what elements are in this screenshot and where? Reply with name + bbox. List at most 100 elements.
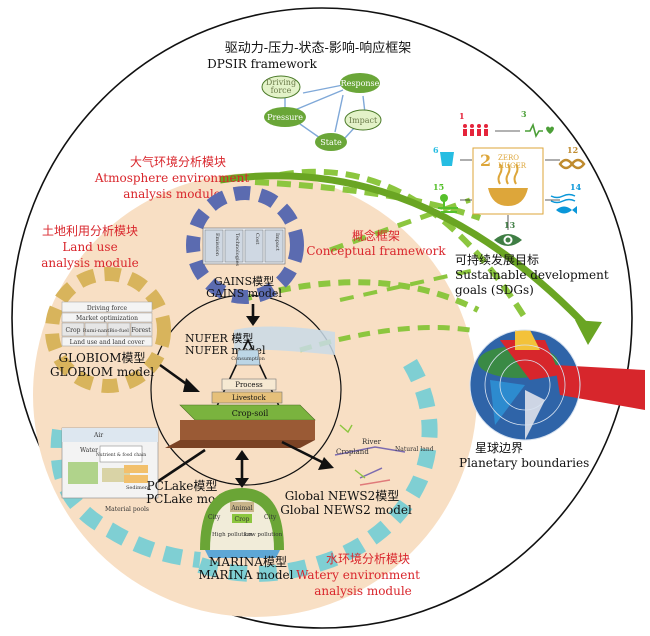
- globiom-model-diagram: Driving force Market optimization Crop R…: [61, 301, 153, 347]
- pclake-nutrient: Nutrient & food chain: [96, 452, 146, 458]
- globiom-row-3: Land use and land cover: [70, 339, 145, 346]
- sdg6-water-icon: [440, 152, 454, 166]
- gains-box-2: Technologies: [234, 233, 240, 267]
- sdg-number-12: 12: [567, 145, 578, 155]
- globiom-row-2: Market optimization: [76, 315, 138, 322]
- conceptual-arrows: [219, 168, 602, 353]
- sdg13-eye-icon: [494, 234, 522, 246]
- planetary-title-en: Planetary boundaries: [459, 456, 589, 470]
- pclake-cn: PCLake模型: [147, 479, 218, 493]
- planetary-title-cn: 星球边界: [475, 441, 523, 455]
- gains-ring: [186, 186, 304, 304]
- land-use-en-1: Land use: [62, 240, 117, 254]
- gains-box-3: Cost: [254, 233, 260, 244]
- sdg3-heart-icon: [546, 126, 554, 134]
- planetary-globe: [469, 329, 645, 441]
- globiom-row-1: Driving force: [87, 305, 128, 312]
- dpsir-node-state: [315, 133, 347, 151]
- land-use-en-2: analysis module: [41, 256, 139, 270]
- news2-cn: Global NEWS2模型: [285, 489, 400, 503]
- water-en-2: analysis module: [314, 584, 412, 598]
- sdg15-land-icon: [438, 194, 458, 213]
- sdg-number-6: 6: [433, 145, 439, 155]
- marina-cn: MARINA模型: [209, 555, 287, 569]
- globiom-cell-2: Rumi-nant: [83, 328, 109, 334]
- dpsir-impact-label: Impact: [349, 116, 378, 125]
- globiom-cell-3: Bio-fuel: [109, 328, 129, 334]
- marina-high-pollution: High pollution: [212, 532, 253, 538]
- marina-animal: Animal: [230, 505, 252, 512]
- marina-low-pollution: Low pollution: [244, 532, 283, 538]
- marina-city-right: City: [264, 514, 277, 521]
- sdg12-infinity-icon: [558, 158, 586, 170]
- dpsir-driving-l2: force: [271, 86, 292, 95]
- dpsir-node-pressure: [264, 107, 306, 127]
- marina-city-left: City: [208, 514, 221, 521]
- dpsir-title-en: DPSIR framework: [207, 57, 318, 71]
- sdg-title-en-2: goals (SDGs): [455, 283, 534, 297]
- globiom-cn: GLOBIOM模型: [58, 351, 145, 365]
- nufer-consumption: Consumption: [231, 356, 265, 362]
- dpsir-pressure-label: Pressure: [267, 113, 303, 122]
- gains-cn: GAINS模型: [214, 274, 274, 288]
- sdg-title-en-1: Sustainable development: [455, 268, 609, 282]
- conceptual-cn: 概念框架: [352, 228, 400, 243]
- globiom-cell-1: Crop: [66, 327, 81, 334]
- gains-box-4: Impact: [274, 233, 280, 251]
- water-module-dashes: [50, 350, 438, 582]
- nufer-process: Process: [235, 381, 263, 389]
- sdg-number-15: 15: [433, 182, 444, 192]
- conceptual-en: Conceptual framework: [306, 244, 446, 258]
- nufer-crop-soil: Crop-soil: [232, 409, 269, 418]
- globiom-ring: [45, 267, 171, 393]
- dpsir-node-impact: [344, 109, 382, 131]
- globiom-cell-4: Forest: [131, 327, 151, 334]
- sdg-center-number: 2: [480, 151, 491, 170]
- sdg-center-text-2: HUGER: [498, 162, 527, 170]
- sdg-number-14: 14: [570, 182, 582, 192]
- sdg-section: 2 ZERO HUGER 1 3 6 12 15: [433, 109, 609, 297]
- water-en-1: Watery environment: [296, 568, 420, 582]
- water-cn: 水环境分析模块: [326, 551, 410, 566]
- sdg-number-3: 3: [521, 109, 527, 119]
- pclake-air: Air: [93, 432, 103, 439]
- land-use-cn: 土地利用分析模块: [42, 224, 138, 238]
- dpsir-section: 驱动力-压力-状态-影响-响应框架 DPSIR framework Drivin…: [207, 40, 411, 151]
- sdg-steam-icon: [497, 163, 519, 185]
- news2-en: Global NEWS2 model: [280, 503, 412, 517]
- sdg-center-text-1: ZERO: [498, 154, 519, 162]
- pclake-model-diagram: Air Water Nutrient & food chain Sediment…: [61, 427, 159, 513]
- gains-en: GAINS model: [206, 287, 282, 300]
- dpsir-title-cn: 驱动力-压力-状态-影响-响应框架: [225, 40, 412, 56]
- news2-river: River: [362, 438, 382, 446]
- sdg3-health-icon: [525, 122, 543, 139]
- atmosphere-en-2: analysis module: [123, 187, 221, 201]
- pclake-sediment: Sediment: [126, 485, 150, 491]
- gains-model-boxes: Emission Technologies Cost Impact: [202, 227, 286, 267]
- news2-model-diagram: River Natural land Cropland: [334, 424, 434, 486]
- nufer-model: NUFER 模型 NUFER model Consumption Process…: [165, 326, 335, 448]
- news2-cropland: Cropland: [336, 448, 369, 456]
- dpsir-state-label: State: [320, 138, 342, 147]
- marina-en: MARINA model: [199, 568, 294, 582]
- dpsir-node-response: [340, 73, 380, 93]
- atmosphere-cn: 大气环境分析模块: [130, 154, 226, 169]
- globiom-en: GLOBIOM model: [50, 365, 154, 379]
- news2-natural-land: Natural land: [395, 446, 434, 453]
- dpsir-node-driving: [261, 75, 301, 99]
- pclake-material-pools: Material pools: [105, 506, 149, 513]
- model-link-arrows: [140, 304, 334, 493]
- marina-crop: Crop: [235, 516, 250, 523]
- sdg-bowl-icon: [488, 188, 528, 206]
- dpsir-response-label: Response: [341, 79, 380, 88]
- gains-box-1: Emission: [214, 233, 220, 257]
- sdg14-fish-icon: [550, 193, 577, 214]
- sdg-number-1: 1: [459, 111, 465, 121]
- sdg-title-cn: 可持续发展目标: [455, 252, 539, 267]
- sdg-number-13: 13: [504, 220, 516, 230]
- atmosphere-en-1: Atmosphere environment: [94, 171, 250, 185]
- sdg1-people-icon: [463, 124, 488, 136]
- dpsir-driving-l1: Driving: [266, 78, 296, 87]
- nufer-cn: NUFER 模型: [185, 331, 253, 345]
